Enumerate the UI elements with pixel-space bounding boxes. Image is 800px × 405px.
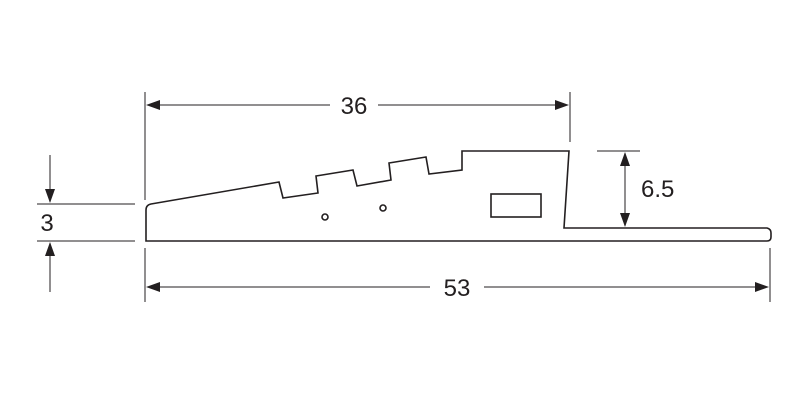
dimension-label-53: 53 — [444, 275, 471, 302]
arrowhead-36-right — [555, 100, 569, 110]
rectangular-slot — [490, 193, 542, 218]
arrowhead-6-5-top — [620, 152, 630, 166]
arrowhead-3-top — [45, 189, 55, 203]
arrowhead-36-left — [146, 100, 160, 110]
small-hole-right — [379, 204, 387, 212]
dimension-label-36: 36 — [341, 93, 368, 120]
arrowhead-53-right — [755, 282, 769, 292]
arrowhead-53-left — [146, 282, 160, 292]
arrowhead-6-5-bottom — [620, 213, 630, 227]
dimension-label-6-5: 6.5 — [641, 176, 674, 203]
profile-outline — [145, 150, 772, 242]
dimension-label-3: 3 — [40, 210, 53, 237]
small-hole-left — [321, 213, 329, 221]
arrowhead-3-bottom — [45, 242, 55, 256]
